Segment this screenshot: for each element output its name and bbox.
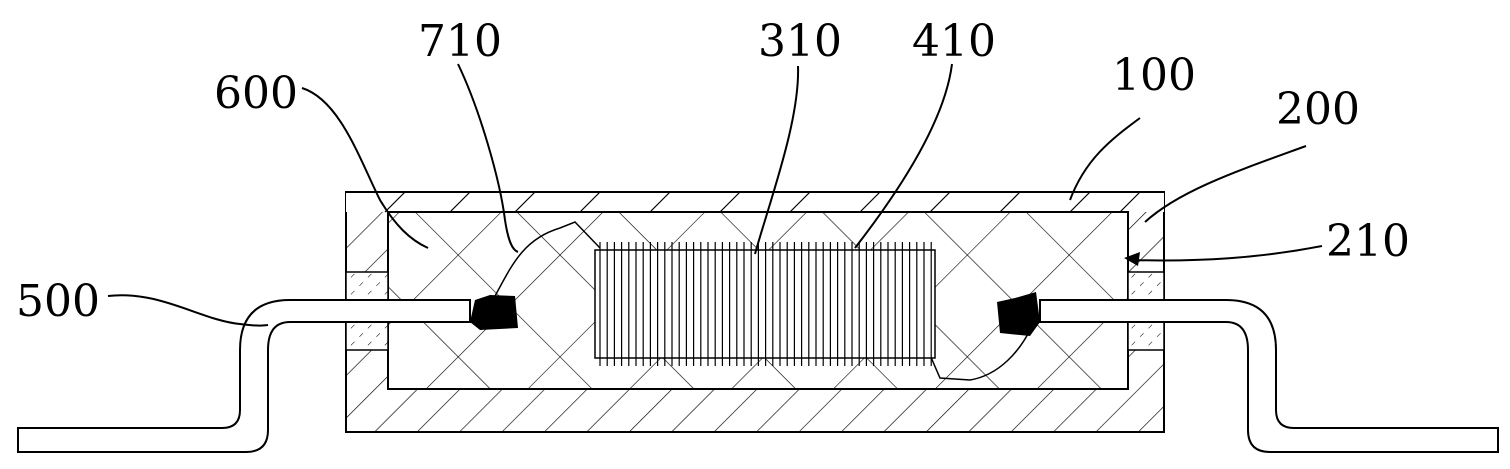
seal-zones <box>345 271 1165 351</box>
reference-labels: 600 710 310 410 100 200 210 500 <box>16 16 1410 327</box>
contact-blocks <box>470 292 1040 336</box>
label-710: 710 <box>418 16 502 67</box>
chip <box>594 242 936 366</box>
label-500: 500 <box>16 276 100 327</box>
lead-frame <box>17 299 1499 453</box>
top-layer <box>346 191 1164 213</box>
label-410: 410 <box>912 16 996 67</box>
arrowhead-210 <box>1124 252 1140 266</box>
label-600: 600 <box>214 68 298 119</box>
label-100: 100 <box>1112 50 1196 101</box>
bond-wires <box>489 221 1031 381</box>
leader-lines <box>107 63 1323 327</box>
label-200: 200 <box>1276 84 1360 135</box>
label-310: 310 <box>758 16 842 67</box>
label-210: 210 <box>1326 216 1410 267</box>
